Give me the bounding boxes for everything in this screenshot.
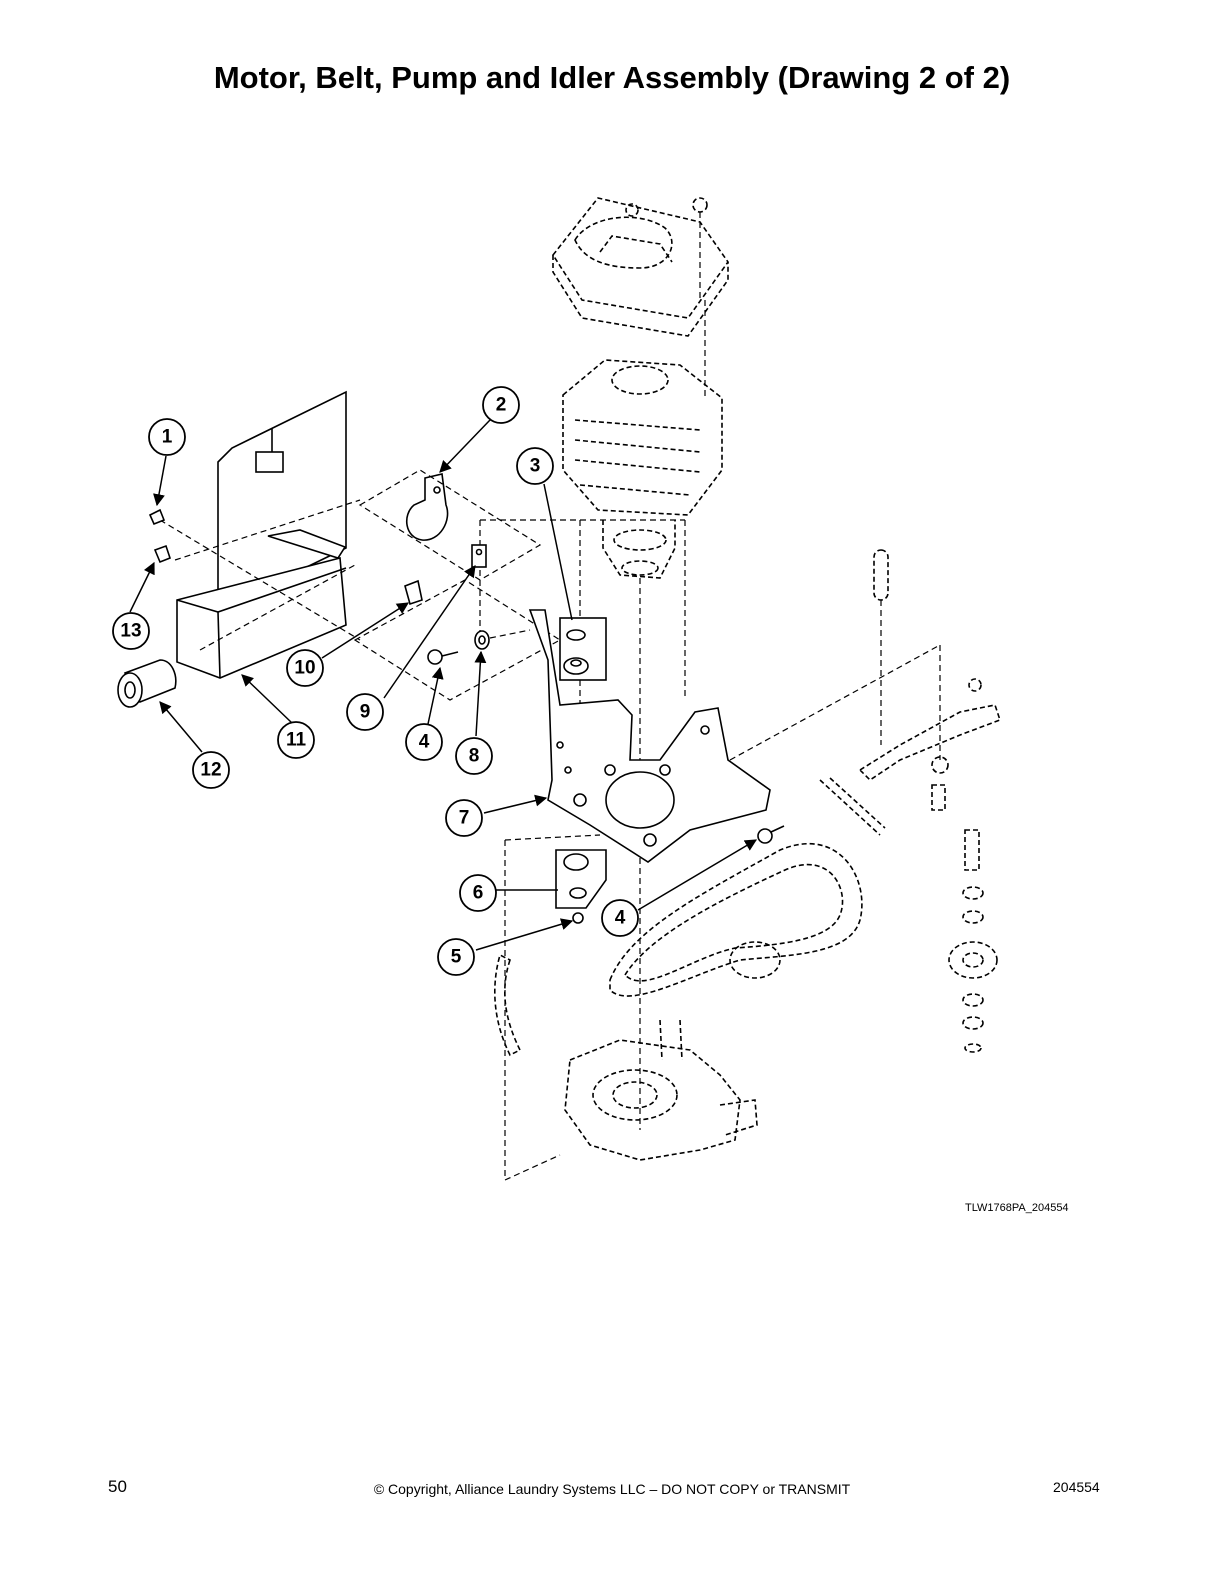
page-title: Motor, Belt, Pump and Idler Assembly (Dr… [213,60,1011,95]
bushing [117,659,177,708]
drawing-id: TLW1768PA_204554 [965,1202,1069,1214]
callout-3: 3 [516,447,554,485]
motor-cover [552,197,729,337]
callout-13: 13 [112,612,150,650]
hose-clamp [353,469,562,701]
fasteners [148,508,785,924]
callout-4-lower: 4 [601,899,639,937]
svg-text:8: 8 [469,746,480,767]
callout-1: 1 [148,418,186,456]
svg-text:3: 3 [530,456,541,477]
callout-9: 9 [346,693,384,731]
motor-mount-bracket [504,609,941,1181]
svg-text:4: 4 [419,732,430,753]
svg-text:9: 9 [360,702,371,723]
copyright-notice: © Copyright, Alliance Laundry Systems LL… [373,1481,851,1497]
document-number: 204554 [1053,1479,1100,1495]
svg-text:2: 2 [496,395,507,416]
callout-5: 5 [437,938,475,976]
svg-text:4: 4 [615,908,626,929]
motor-shield [159,390,361,679]
drive-belt [609,842,863,997]
callout-7: 7 [445,799,483,837]
drain-hose [494,953,522,1057]
svg-text:10: 10 [294,658,315,679]
svg-text:1: 1 [162,427,173,448]
svg-text:13: 13 [120,621,141,642]
callout-2: 2 [482,386,520,424]
callout-4-upper: 4 [405,723,443,761]
idler-assembly [819,549,1002,1053]
callout-8: 8 [455,737,493,775]
page-number: 50 [108,1477,127,1496]
grommet-set-upper [559,617,607,681]
svg-text:12: 12 [200,760,221,781]
svg-text:6: 6 [473,883,484,904]
svg-text:7: 7 [459,808,470,829]
callout-10: 10 [286,649,324,687]
callout-12: 12 [192,751,230,789]
callout-6: 6 [459,874,497,912]
svg-text:5: 5 [451,947,462,968]
svg-text:11: 11 [286,730,307,751]
callout-11: 11 [277,721,315,759]
callout-leaders [129,419,758,951]
grommet-set-lower [555,849,607,909]
pump [564,1019,758,1161]
